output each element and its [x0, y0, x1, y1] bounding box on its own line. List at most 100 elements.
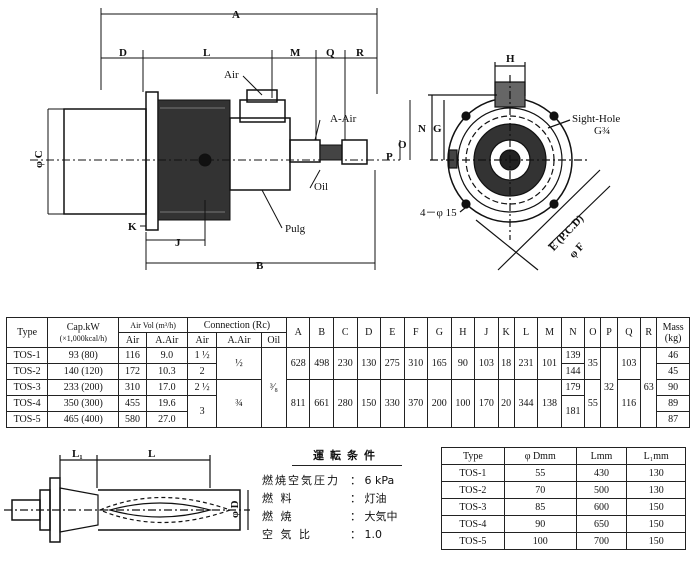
cell-air: 455	[118, 395, 147, 412]
cell-a-air: 19.6	[145, 395, 188, 412]
condition-value: ： 大気中	[350, 510, 398, 523]
hdr-D: D	[356, 317, 382, 348]
cell-mass: 46	[656, 347, 690, 364]
hdr-conn-oil: Oil	[260, 332, 287, 348]
label-pulg: Pulg	[285, 223, 306, 235]
hdr-air: Air	[118, 332, 147, 348]
spec-table: Type Cap.kW(×1,000kcal/h) Air Vol (m³/h)…	[5, 317, 690, 428]
cell-cap: 350 (300)	[47, 395, 120, 412]
condition-key: 燃焼空気圧力	[262, 474, 340, 487]
cell-M: 101	[537, 347, 562, 380]
cell-Q: 116	[616, 379, 642, 428]
burner-dim-L1: L₁	[72, 448, 83, 460]
dim-L: L	[203, 47, 210, 59]
cell-type: TOS-1	[5, 347, 49, 364]
cell-B: 661	[309, 379, 334, 428]
cell-type: TOS-1	[441, 464, 505, 482]
front-view	[428, 62, 611, 271]
cell-l: 700	[575, 532, 628, 550]
dim-G: G	[433, 123, 442, 135]
dim-C: φ C	[33, 150, 45, 168]
cell-d: 70	[503, 481, 577, 499]
hdr-O: O	[584, 317, 602, 348]
cell-Q: 103	[616, 347, 642, 380]
cell-conn-air: 1 ½	[186, 347, 218, 364]
hdr-R: R	[640, 317, 658, 348]
cell-l: 650	[575, 515, 628, 533]
hdr-C: C	[332, 317, 358, 348]
cell-a-air: 27.0	[145, 411, 188, 428]
cell-type: TOS-5	[5, 411, 49, 428]
cell-J: 103	[474, 347, 499, 380]
cell-conn-a-air: ½	[216, 347, 262, 380]
hdr-H: H	[450, 317, 476, 348]
condition-row: 燃 焼： 大気中	[262, 508, 432, 526]
cell-K: 20	[497, 379, 515, 428]
hdr-a-air: A.Air	[145, 332, 188, 348]
hdr-M: M	[537, 317, 562, 348]
table-row: TOS-1 93 (80) 116 9.0 1 ½ ½ ³⁄₈ 628 498 …	[5, 347, 690, 428]
cell-conn-air: 2	[186, 363, 218, 380]
dim-D: D	[119, 47, 127, 59]
cell-cap: 233 (200)	[47, 379, 120, 396]
cell-M: 138	[537, 379, 562, 428]
cell-l: 430	[575, 464, 628, 482]
dim-H: H	[506, 53, 515, 65]
cell-A: 811	[285, 379, 311, 428]
dim-R: R	[356, 47, 365, 59]
cell-l1: 130	[626, 481, 686, 499]
cell-B: 498	[309, 347, 334, 380]
cell-conn-a-air: ¾	[216, 379, 262, 428]
burner-drawing	[4, 455, 250, 543]
cell-type: TOS-2	[441, 481, 505, 499]
burner-dim-D: φ D	[229, 500, 241, 518]
condition-value: ： 1.0	[350, 528, 382, 541]
cell-N: 144	[560, 363, 586, 380]
cell-N: 139	[560, 347, 586, 364]
burner-hdr-type: Type	[441, 447, 505, 465]
hdr-mass: Mass(kg)	[656, 317, 690, 348]
hdr-cap: Cap.kW(×1,000kcal/h)	[47, 317, 120, 348]
cell-H: 90	[450, 347, 476, 380]
cell-F: 310	[403, 347, 429, 380]
burner-dim-L: L	[148, 448, 155, 460]
burner-hdr-l1: L₁mm	[626, 447, 686, 465]
burner-hdr-d: φ Dmm	[503, 447, 577, 465]
hdr-F: F	[403, 317, 429, 348]
cell-l: 600	[575, 498, 628, 516]
label-air: Air	[224, 69, 239, 81]
dim-Q: Q	[326, 47, 335, 59]
cell-O: 55	[584, 379, 602, 428]
hdr-E: E	[380, 317, 405, 348]
dim-B: B	[256, 260, 264, 272]
cell-L: 344	[513, 379, 539, 428]
condition-key: 燃 料	[262, 492, 294, 505]
cell-air: 116	[118, 347, 147, 364]
cell-l: 500	[575, 481, 628, 499]
table-row: TOS-5 465 (400) 580 27.0 87	[5, 411, 690, 428]
label-oil: Oil	[314, 181, 328, 193]
table-row: TOS-3 233 (200) 310 17.0 2 ½ ¾ 811 661 2…	[5, 379, 690, 428]
condition-row: 空 気 比： 1.0	[262, 526, 432, 544]
cell-type: TOS-4	[441, 515, 505, 533]
hdr-P: P	[600, 317, 618, 348]
cell-d: 55	[503, 464, 577, 482]
hdr-conn: Connection (Rc)	[186, 317, 287, 333]
dim-M: M	[290, 47, 301, 59]
cell-H: 100	[450, 379, 476, 428]
dim-J: J	[175, 237, 181, 249]
cell-l1: 150	[626, 498, 686, 516]
condition-row: 燃 料： 灯油	[262, 490, 432, 508]
cell-N: 179	[560, 379, 586, 396]
cell-type: TOS-5	[441, 532, 505, 550]
hdr-N: N	[560, 317, 586, 348]
cell-mass: 89	[656, 395, 690, 412]
hdr-conn-air: Air	[186, 332, 218, 348]
cell-a-air: 10.3	[145, 363, 188, 380]
cell-type: TOS-2	[5, 363, 49, 380]
cell-type: TOS-4	[5, 395, 49, 412]
cell-air: 580	[118, 411, 147, 428]
